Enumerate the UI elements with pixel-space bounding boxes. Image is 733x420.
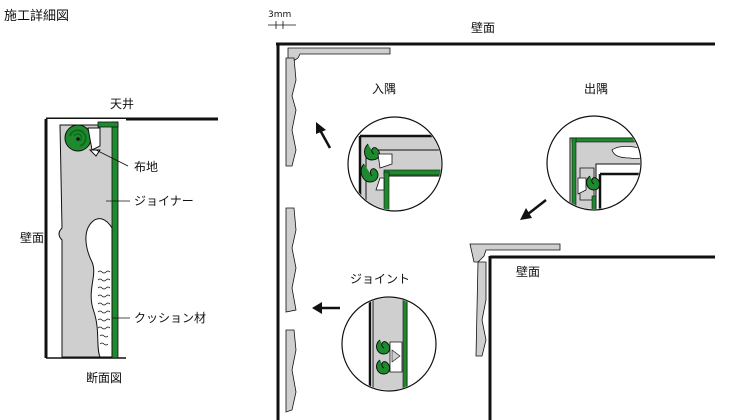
plan-view: 3mm 壁面 壁面 入隅 xyxy=(268,10,715,420)
callout-joiner: ジョイナー xyxy=(134,194,194,208)
detail-joint xyxy=(341,296,437,392)
section-view: 天井 壁面 xyxy=(20,97,218,385)
ceiling-label: 天井 xyxy=(110,97,134,111)
detail-inside-corner xyxy=(347,116,443,212)
arrow-up-left-icon xyxy=(316,122,332,149)
detail-outside-corner-label: 出隅 xyxy=(584,82,608,96)
arrow-left-icon xyxy=(312,302,340,314)
drawing-title: 施工詳細図 xyxy=(4,8,69,24)
gap-dimension-label: 3mm xyxy=(268,10,291,20)
inner-wall-label: 壁面 xyxy=(516,264,540,279)
arrow-down-left-icon xyxy=(520,199,547,220)
callout-fabric: 布地 xyxy=(134,160,158,174)
fabric-roll-icon xyxy=(64,124,101,157)
section-caption: 断面図 xyxy=(86,370,122,385)
detail-joint-label: ジョイント xyxy=(350,272,410,286)
wall-label-section: 壁面 xyxy=(20,230,44,245)
detail-inside-corner-label: 入隅 xyxy=(372,82,396,96)
callout-cushion: クッション材 xyxy=(134,311,206,325)
top-wall-label: 壁面 xyxy=(471,20,495,35)
detail-outside-corner xyxy=(546,115,642,211)
